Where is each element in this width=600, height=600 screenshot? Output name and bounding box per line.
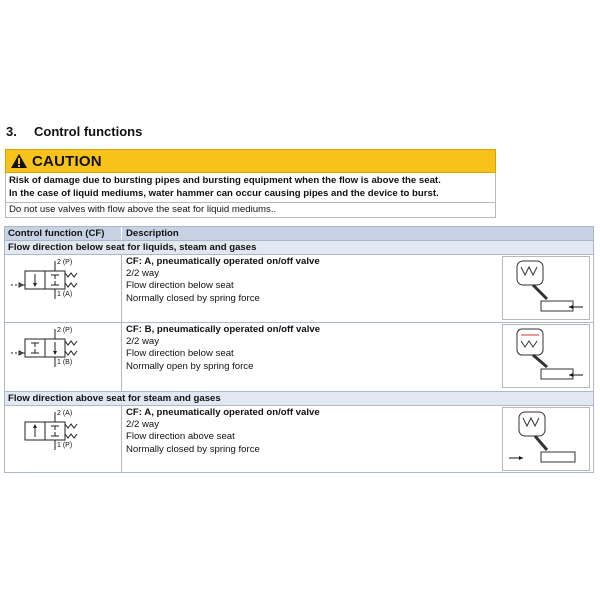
caution-note: Do not use valves with flow above the se… xyxy=(5,202,496,218)
port-bottom-label: 1 (A) xyxy=(57,291,73,298)
warning-icon xyxy=(11,154,27,168)
port-bottom-label: 1 (P) xyxy=(57,442,73,449)
row-line: 2/2 way xyxy=(126,268,160,280)
valve-symbol-icon xyxy=(11,261,78,299)
row-line: Normally closed by spring force xyxy=(126,443,260,455)
row-line: 2/2 way xyxy=(126,419,160,431)
symbol-cell: 2 (P) 1 (B) xyxy=(5,323,122,391)
description-cell: CF: A, pneumatically operated on/off val… xyxy=(122,255,593,322)
caution-line-2: In the case of liquid mediums, water ham… xyxy=(9,187,439,199)
row-line: 2/2 way xyxy=(126,336,160,348)
caution-line-1: Risk of damage due to bursting pipes and… xyxy=(9,175,441,186)
symbol-cell: 2 (A) 1 (P) xyxy=(5,406,122,472)
port-top-label: 2 (P) xyxy=(57,259,73,266)
port-bottom-label: 1 (B) xyxy=(57,359,73,366)
group-below-seat: Flow direction below seat for liquids, s… xyxy=(5,240,593,254)
valve-symbol-icon xyxy=(24,412,78,450)
table-header: Control function (CF) Description xyxy=(5,227,593,240)
caution-text: Risk of damage due to bursting pipes and… xyxy=(5,173,496,202)
header-description: Description xyxy=(126,228,179,239)
row-title: CF: A, pneumatically operated on/off val… xyxy=(126,256,320,267)
valve-symbol-icon xyxy=(11,329,78,367)
port-top-label: 2 (A) xyxy=(57,410,73,417)
port-top-label: 2 (P) xyxy=(57,327,73,334)
description-cell: CF: B, pneumatically operated on/off val… xyxy=(122,323,593,391)
row-line: Flow direction above seat xyxy=(126,431,235,443)
row-line: Flow direction below seat xyxy=(126,348,234,360)
angle-seat-valve-icon xyxy=(502,256,590,320)
section-number: 3. xyxy=(6,124,17,139)
control-functions-table: Control function (CF) Description Flow d… xyxy=(4,226,594,473)
group-above-seat: Flow direction above seat for steam and … xyxy=(5,391,593,405)
row-line: Normally closed by spring force xyxy=(126,292,260,304)
row-title: CF: B, pneumatically operated on/off val… xyxy=(126,324,321,335)
row-line: Flow direction below seat xyxy=(126,280,234,292)
table-row: 2 (A) 1 (P) CF: A, pneumatically operate… xyxy=(5,405,593,472)
caution-box: CAUTION Risk of damage due to bursting p… xyxy=(5,149,496,218)
section-heading: 3. Control functions xyxy=(6,124,142,139)
symbol-cell: 2 (P) 1 (A) xyxy=(5,255,122,322)
section-title: Control functions xyxy=(34,124,143,139)
angle-seat-valve-icon xyxy=(502,324,590,388)
description-cell: CF: A, pneumatically operated on/off val… xyxy=(122,406,593,472)
caution-label: CAUTION xyxy=(32,152,102,170)
caution-header: CAUTION xyxy=(5,149,496,173)
table-row: 2 (P) 1 (A) CF: A, pneumatically operate… xyxy=(5,254,593,322)
table-row: 2 (P) 1 (B) CF: B, pneumatically operate… xyxy=(5,322,593,391)
row-line: Normally open by spring force xyxy=(126,360,254,372)
header-control-function: Control function (CF) xyxy=(5,227,122,240)
angle-seat-valve-icon xyxy=(502,407,590,471)
row-title: CF: A, pneumatically operated on/off val… xyxy=(126,407,320,418)
